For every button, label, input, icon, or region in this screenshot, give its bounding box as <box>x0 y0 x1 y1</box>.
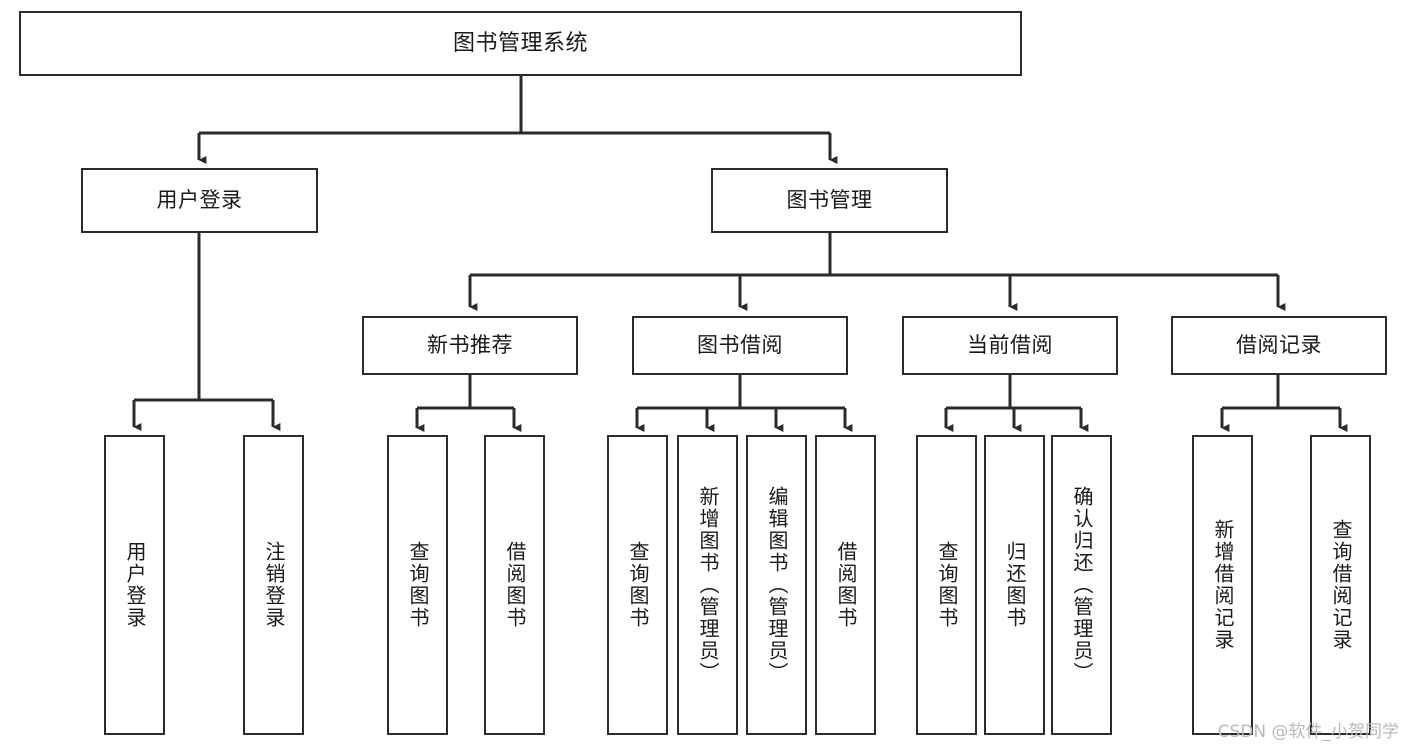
node-label: 查询借阅记录 <box>1329 519 1353 651</box>
node-label: 新增图书（管理员） <box>696 486 720 684</box>
node-label: 编辑图书（管理员） <box>765 486 789 684</box>
leaf-record-add-record[interactable]: 新增借阅记录 <box>1192 435 1253 735</box>
node-label: 借阅图书 <box>834 541 858 629</box>
node-book-borrow[interactable]: 图书借阅 <box>632 316 848 375</box>
node-label: 查询图书 <box>406 541 430 629</box>
node-borrow-record[interactable]: 借阅记录 <box>1171 316 1387 375</box>
csdn-watermark: CSDN @软件_小贺同学 <box>1217 722 1399 742</box>
leaf-current-confirm-return-admin[interactable]: 确认归还（管理员） <box>1051 435 1112 735</box>
leaf-user-login[interactable]: 用户登录 <box>104 435 165 735</box>
node-label: 新书推荐 <box>427 333 513 358</box>
node-new-book-recommend[interactable]: 新书推荐 <box>362 316 578 375</box>
node-user-login[interactable]: 用户登录 <box>81 168 318 233</box>
node-label: 图书管理系统 <box>452 30 588 56</box>
node-current-borrow[interactable]: 当前借阅 <box>902 316 1118 375</box>
node-label: 查询图书 <box>935 541 959 629</box>
leaf-current-return-book[interactable]: 归还图书 <box>984 435 1045 735</box>
node-label: 查询图书 <box>626 541 650 629</box>
leaf-borrow-add-book-admin[interactable]: 新增图书（管理员） <box>677 435 738 735</box>
node-label: 确认归还（管理员） <box>1070 486 1094 684</box>
leaf-borrow-edit-book-admin[interactable]: 编辑图书（管理员） <box>746 435 807 735</box>
node-label: 图书管理 <box>786 188 873 213</box>
node-label: 新增借阅记录 <box>1211 519 1235 651</box>
node-label: 用户登录 <box>156 188 243 213</box>
leaf-current-query-book[interactable]: 查询图书 <box>916 435 977 735</box>
node-label: 借阅记录 <box>1236 333 1322 358</box>
node-label: 当前借阅 <box>967 333 1053 358</box>
node-label: 用户登录 <box>123 541 147 629</box>
node-label: 借阅图书 <box>503 541 527 629</box>
node-root-system[interactable]: 图书管理系统 <box>19 11 1022 76</box>
leaf-logout[interactable]: 注销登录 <box>243 435 304 735</box>
node-label: 注销登录 <box>262 541 286 629</box>
leaf-record-query-record[interactable]: 查询借阅记录 <box>1310 435 1371 735</box>
node-book-management[interactable]: 图书管理 <box>711 168 948 233</box>
node-label: 归还图书 <box>1003 541 1027 629</box>
leaf-borrow-borrow-book[interactable]: 借阅图书 <box>815 435 876 735</box>
node-label: 图书借阅 <box>697 333 783 358</box>
leaf-borrow-query-book[interactable]: 查询图书 <box>607 435 668 735</box>
leaf-newbook-borrow-book[interactable]: 借阅图书 <box>484 435 545 735</box>
leaf-newbook-query-book[interactable]: 查询图书 <box>387 435 448 735</box>
